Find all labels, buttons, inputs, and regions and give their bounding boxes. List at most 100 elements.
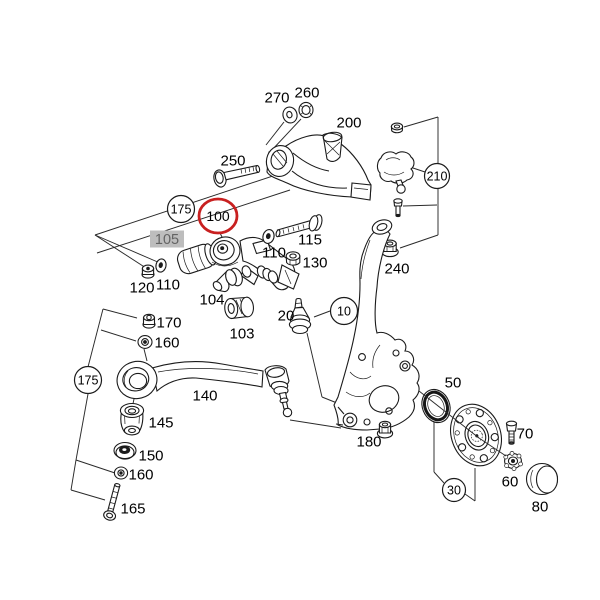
leader-line [94, 166, 301, 236]
callout-130[interactable]: 130 [302, 254, 327, 271]
callout-100[interactable]: 100 [197, 197, 239, 235]
callout-text-80: 80 [532, 498, 549, 515]
ball-stud-20-drawing [288, 297, 312, 335]
leader-line [100, 329, 137, 342]
bolt-165-drawing [103, 483, 121, 521]
washer-110-right-drawing [262, 229, 275, 244]
callout-104[interactable]: 104 [199, 291, 224, 308]
callout-text-260: 260 [294, 84, 319, 101]
callout-260[interactable]: 260 [294, 84, 319, 101]
callout-text-250: 250 [220, 152, 245, 169]
callout-text-60: 60 [502, 473, 519, 490]
leader-line [475, 435, 507, 457]
callout-text-175-lower: 175 [78, 374, 99, 388]
leader-line [96, 189, 291, 254]
callout-175-lower[interactable]: 175 [73, 365, 103, 395]
callout-160-upper[interactable]: 160 [154, 334, 179, 351]
callout-circle [423, 162, 451, 190]
callout-text-120: 120 [129, 279, 154, 296]
callout-10[interactable]: 10 [329, 296, 359, 326]
overlay-leader-lines [418, 390, 507, 457]
leader-line [306, 332, 323, 398]
steering-knuckle-drawing [333, 219, 420, 431]
leader-line [75, 393, 89, 461]
callout-text-160-upper: 160 [154, 334, 179, 351]
callout-70[interactable]: 70 [517, 425, 534, 442]
dust-cap-80-drawing [525, 462, 559, 496]
leader-line [402, 204, 438, 207]
leader-line [70, 459, 77, 491]
callout-text-180: 180 [356, 433, 381, 450]
callout-text-115: 115 [298, 231, 322, 248]
callout-text-103: 103 [229, 325, 254, 342]
callout-circle [329, 296, 359, 326]
callout-text-70: 70 [517, 425, 534, 442]
callout-210[interactable]: 210 [423, 162, 451, 190]
leader-line [87, 308, 104, 368]
callout-180[interactable]: 180 [356, 433, 381, 450]
callout-text-165: 165 [120, 500, 145, 517]
callout-270[interactable]: 270 [264, 89, 289, 106]
callout-circle [166, 194, 196, 224]
callout-50[interactable]: 50 [445, 374, 462, 391]
callout-105[interactable]: 105 [150, 230, 184, 249]
callout-text-100: 100 [206, 208, 230, 224]
callout-circle [73, 365, 103, 395]
callout-text-150: 150 [138, 447, 163, 464]
callout-170[interactable]: 170 [156, 314, 181, 331]
leader-line [313, 310, 331, 318]
callout-text-175-upper: 175 [171, 203, 192, 217]
leader-line [289, 419, 342, 429]
leader-line [399, 234, 439, 249]
callout-20[interactable]: 20 [278, 307, 295, 324]
front-lower-arm-140-drawing [116, 360, 293, 418]
callout-115[interactable]: 115 [298, 231, 322, 248]
nut-170-drawing [142, 313, 156, 329]
bolt-70-drawing [505, 420, 518, 445]
callout-circle [441, 477, 467, 503]
callout-140[interactable]: 140 [192, 387, 217, 404]
leader-line [75, 459, 116, 474]
nut-upper-210-drawing [390, 122, 404, 134]
callout-text-50: 50 [445, 374, 462, 391]
callout-text-130: 130 [302, 254, 327, 271]
callout-120[interactable]: 120 [129, 279, 154, 296]
callout-250[interactable]: 250 [220, 152, 245, 169]
callout-80[interactable]: 80 [532, 498, 549, 515]
callout-text-170: 170 [156, 314, 181, 331]
callout-150[interactable]: 150 [138, 447, 163, 464]
callout-110-right[interactable]: 110 [262, 244, 286, 261]
callout-text-104: 104 [199, 291, 224, 308]
callout-103[interactable]: 103 [229, 325, 254, 342]
callout-text-210: 210 [427, 170, 448, 184]
bolt-small-210-drawing [393, 198, 403, 218]
locknut-60-drawing [503, 451, 523, 471]
bolt-250-drawing [213, 164, 261, 188]
callout-text-105: 105 [155, 232, 179, 248]
callout-200[interactable]: 200 [336, 114, 361, 131]
leader-line [94, 234, 161, 264]
bushing-150-drawing [113, 441, 137, 460]
callout-145[interactable]: 145 [148, 414, 173, 431]
wheel-hub-30-drawing [450, 403, 502, 467]
callout-175-upper[interactable]: 175 [166, 194, 196, 224]
leader-line [143, 348, 148, 362]
callout-60[interactable]: 60 [502, 473, 519, 490]
leader-line [94, 234, 147, 269]
leader-line [418, 390, 480, 439]
gray-highlight-box [150, 230, 184, 248]
nut-180-drawing [376, 420, 394, 439]
bushing-103-drawing [224, 296, 255, 320]
callout-240[interactable]: 240 [384, 260, 409, 277]
washer-270-drawing [282, 106, 298, 124]
nut-260-drawing [298, 101, 314, 119]
callout-30[interactable]: 30 [441, 477, 467, 503]
callout-160-lower[interactable]: 160 [128, 466, 153, 483]
callout-110-left[interactable]: 110 [156, 276, 180, 293]
nut-130-drawing [285, 251, 301, 266]
callout-165[interactable]: 165 [120, 500, 145, 517]
leader-line [403, 116, 439, 128]
callout-text-200: 200 [336, 114, 361, 131]
